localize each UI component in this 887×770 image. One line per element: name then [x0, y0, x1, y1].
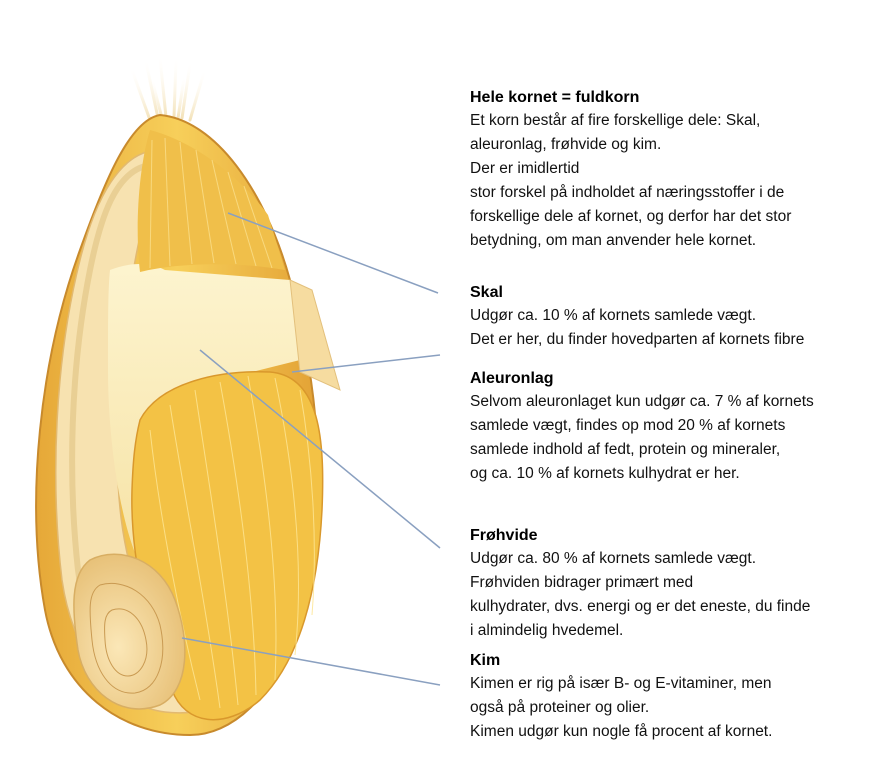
- section-text-line: Udgør ca. 80 % af kornets samlede vægt.: [470, 547, 885, 571]
- section-text-line: Et korn består af fire forskellige dele:…: [470, 109, 885, 133]
- section-title: Aleuronlag: [470, 368, 885, 390]
- section-title: Hele kornet = fuldkorn: [470, 87, 885, 109]
- section-text-line: Kimen er rig på især B- og E-vitaminer, …: [470, 672, 885, 696]
- section-whole-grain: Hele kornet = fuldkorn Et korn består af…: [470, 87, 885, 253]
- section-text-line: Kimen udgør kun nogle få procent af korn…: [470, 720, 885, 744]
- brush-hairs: [132, 58, 204, 120]
- section-text-line: samlede indhold af fedt, protein og mine…: [470, 438, 885, 462]
- section-skal: Skal Udgør ca. 10 % af kornets samlede v…: [470, 282, 885, 352]
- section-text-line: i almindelig hvedemel.: [470, 619, 885, 643]
- section-text-line: også på proteiner og olier.: [470, 696, 885, 720]
- section-text-line: og ca. 10 % af kornets kulhydrat er her.: [470, 462, 885, 486]
- section-text-line: kulhydrater, dvs. energi og er det enest…: [470, 595, 885, 619]
- section-text-line: betydning, om man anvender hele kornet.: [470, 229, 885, 253]
- section-text-line: Udgør ca. 10 % af kornets samlede vægt.: [470, 304, 885, 328]
- section-title: Skal: [470, 282, 885, 304]
- section-aleuronlag: Aleuronlag Selvom aleuronlaget kun udgør…: [470, 368, 885, 486]
- section-text-line: forskellige dele af kornet, og derfor ha…: [470, 205, 885, 229]
- section-title: Kim: [470, 650, 885, 672]
- section-text-line: stor forskel på indholdet af næringsstof…: [470, 181, 885, 205]
- section-kim: Kim Kimen er rig på især B- og E-vitamin…: [470, 650, 885, 744]
- section-title: Frøhvide: [470, 525, 885, 547]
- section-text-line: aleuronlag, frøhvide og kim.: [470, 133, 885, 157]
- section-text-line: Der er imidlertid: [470, 157, 885, 181]
- section-text-line: Frøhviden bidrager primært med: [470, 571, 885, 595]
- section-frohvide: Frøhvide Udgør ca. 80 % af kornets samle…: [470, 525, 885, 643]
- section-text-line: Selvom aleuronlaget kun udgør ca. 7 % af…: [470, 390, 885, 414]
- section-text-line: Det er her, du finder hovedparten af kor…: [470, 328, 885, 352]
- section-text-line: samlede vægt, findes op mod 20 % af korn…: [470, 414, 885, 438]
